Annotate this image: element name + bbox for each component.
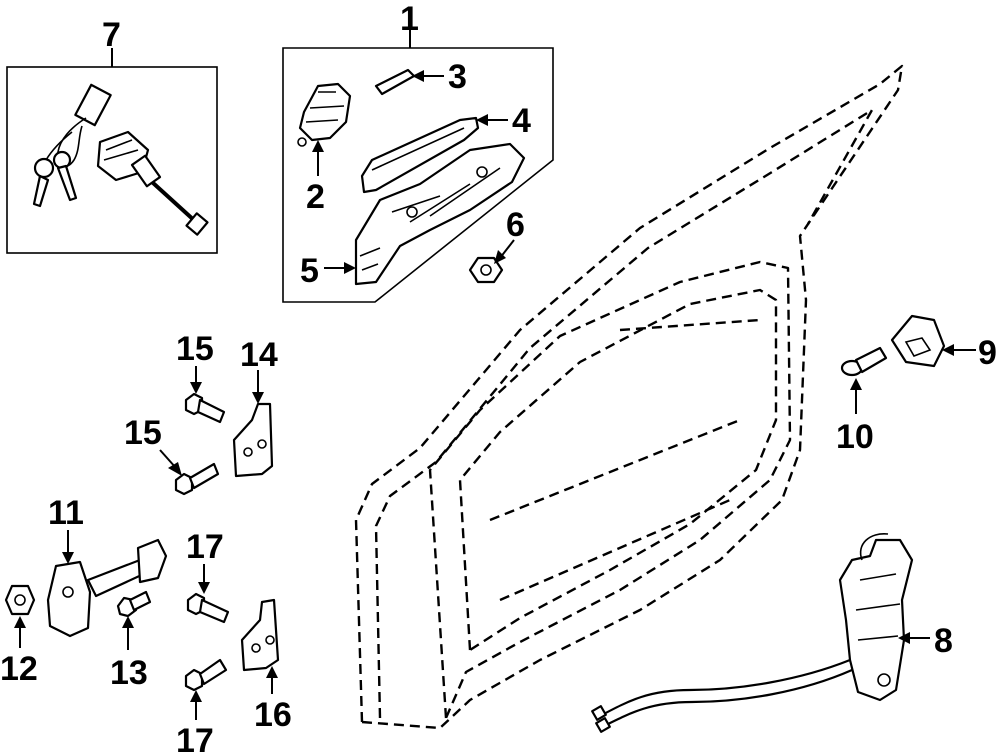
handle-base [297,82,352,147]
handle-frame [354,142,526,286]
callout-1: 1 [400,0,419,38]
callout-8: 8 [934,622,953,660]
callout-14: 14 [240,336,278,374]
callout-5: 5 [300,252,319,290]
callout-12: 12 [0,650,38,688]
callout-9: 9 [978,334,997,372]
lower-hinge-bolt-upper [186,592,230,624]
callout-15-lower: 15 [124,414,162,452]
callout-15-upper: 15 [176,330,214,368]
hinge-bolt-upper [184,392,226,424]
handle-assembly-box [282,30,554,303]
callout-2: 2 [306,178,325,216]
hinge-bolt-lower [174,462,220,496]
callout-11: 11 [48,494,84,532]
callout-10: 10 [836,418,874,456]
callout-13: 13 [110,654,148,692]
callout-7: 7 [102,16,121,54]
callout-3: 3 [448,58,467,96]
callout-4: 4 [512,102,531,140]
upper-hinge [232,402,274,478]
door-striker [890,314,946,368]
check-bolt [116,590,152,618]
door-check-strap [46,538,168,638]
key-and-cylinder-set [32,83,209,236]
check-nut [4,584,36,616]
outside-handle [360,116,480,194]
striker-bolt [840,346,888,377]
lower-hinge [240,598,280,672]
callout-17-upper: 17 [186,528,224,566]
door-shell-outline [354,64,904,730]
handle-pin [374,68,416,96]
key-set-box [6,48,218,254]
callout-17-lower: 17 [176,722,214,755]
door-lock-actuator [591,533,914,733]
callout-6: 6 [506,206,525,244]
callout-16: 16 [254,696,292,734]
callout-leaders [14,70,976,720]
lower-hinge-bolt-lower [184,658,228,692]
